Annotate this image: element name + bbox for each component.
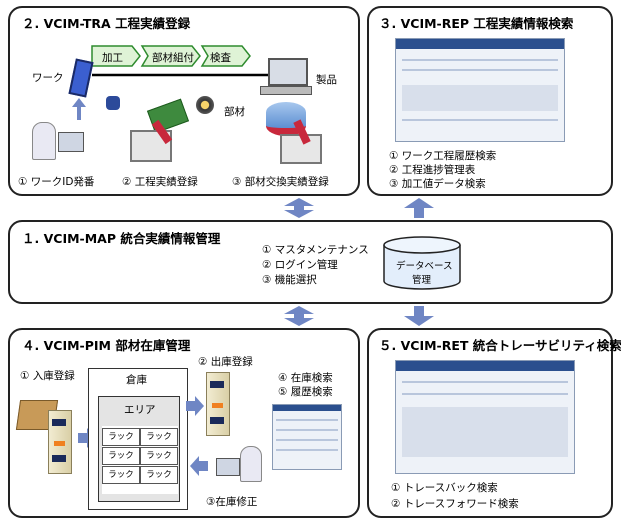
trace-screenshot [395,360,575,474]
list-item: ③ 機能選択 [262,274,317,286]
step-label: 部材組付 [152,52,194,64]
panel-vcim-tra: ２. VCIM-TRA 工程実績登録 加工 部材組付 検査 ワーク 製品 部材 … [8,6,360,196]
rack-cell: ラック [140,466,178,484]
rack-cell: ラック [140,428,178,446]
area-label: エリア [124,404,156,416]
outbound-label: ② 出庫登録 [198,356,253,368]
panel-vcim-pim: ４. VCIM-PIM 部材在庫管理 ① 入庫登録 倉庫 エリア ラック ラック… [8,328,360,518]
list-item: ④ 在庫検索 [278,372,333,384]
up-arrow-icon [404,198,434,218]
database-label-line2: 管理 [412,275,432,286]
panel-title: ３. VCIM-REP 工程実績情報検索 [379,16,574,31]
monitor-stand [260,86,312,95]
laptop-icon [58,132,84,152]
list-item: ② 工程進捗管理表 [389,164,476,176]
rack-cell: ラック [102,466,140,484]
terminal-tower-icon [48,410,72,474]
cylinder-part-icon [106,96,120,110]
process-flow-steps [91,45,251,67]
list-item: ③ 加工値データ検索 [389,178,486,190]
report-screenshot [395,38,565,142]
caption-process-record: ② 工程実績登録 [122,176,198,188]
panel-title: １. VCIM-MAP 統合実績情報管理 [22,231,221,246]
down-arrow-icon [404,306,434,326]
list-item: ② ログイン管理 [262,259,338,271]
terminal-tower-icon [206,372,230,436]
person-icon [240,446,262,482]
list-item: ① マスタメンテナンス [262,244,369,256]
list-item: ① ワーク工程履歴検索 [389,150,497,162]
person-icon [32,122,56,160]
adjust-label: ③在庫修正 [206,496,258,508]
right-arrow-icon [186,396,204,416]
laptop-icon [216,458,240,476]
panel-vcim-rep: ３. VCIM-REP 工程実績情報検索 ① ワーク工程履歴検索 ② 工程進捗管… [367,6,613,196]
speaker-icon [196,96,214,114]
panel-vcim-ret: ５. VCIM-RET 統合トレーサビリティ検索 ① トレースバック検索 ② ト… [367,328,621,518]
step-label: 加工 [102,52,123,64]
left-arrow-icon [190,456,208,476]
caption-part-exchange: ③ 部材交換実績登録 [232,176,329,188]
flow-arrow [92,70,286,80]
caption-work-id: ① ワークID発番 [18,176,95,188]
circuit-board-icon [146,98,190,134]
inbound-label: ① 入庫登録 [20,370,75,382]
handheld-terminal-icon [68,58,94,98]
list-item: ⑤ 履歴検索 [278,386,333,398]
up-arrow-icon [72,98,86,120]
monitor-icon [268,58,308,86]
list-item: ② トレースフォワード検索 [391,498,519,510]
panel-title: ５. VCIM-RET 統合トレーサビリティ検索 [379,338,621,353]
warehouse-label: 倉庫 [126,374,147,386]
rack-cell: ラック [102,428,140,446]
step-label: 検査 [210,52,231,64]
work-label: ワーク [32,72,64,84]
double-arrow-icon [284,306,314,326]
rack-cell: ラック [102,447,140,465]
part-label: 部材 [224,106,245,118]
database-icon [383,236,461,290]
list-item: ① トレースバック検索 [391,482,498,494]
database-label-line1: データベース [396,261,453,272]
panel-vcim-map: １. VCIM-MAP 統合実績情報管理 ① マスタメンテナンス ② ログイン管… [8,220,613,304]
product-label: 製品 [316,74,337,86]
rack-cell: ラック [140,447,178,465]
panel-title: ４. VCIM-PIM 部材在庫管理 [22,338,191,353]
panel-title: ２. VCIM-TRA 工程実績登録 [22,16,191,31]
inventory-screenshot [272,404,342,470]
double-arrow-icon [284,198,314,218]
